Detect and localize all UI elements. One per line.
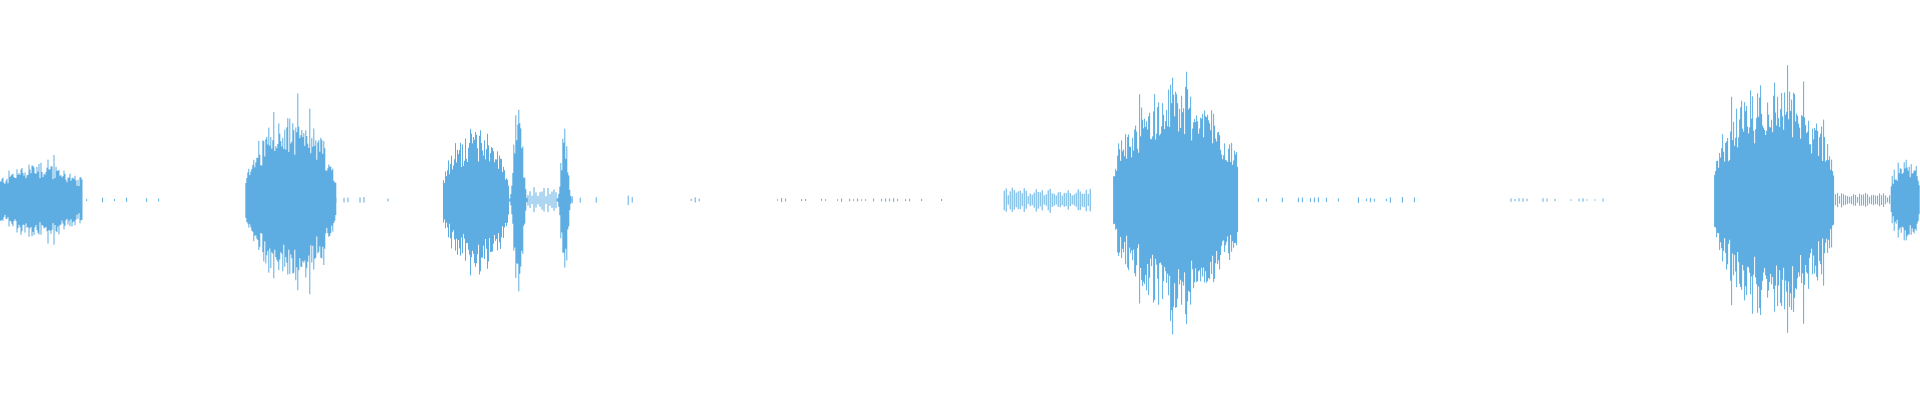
waveform-samples bbox=[1833, 192, 1891, 208]
waveform-segment bbox=[690, 197, 700, 203]
waveform-segment bbox=[335, 197, 389, 203]
waveform-segment bbox=[1257, 197, 1415, 203]
waveform-samples bbox=[527, 187, 557, 213]
waveform-samples bbox=[508, 109, 529, 292]
waveform-samples bbox=[571, 195, 633, 206]
waveform-samples bbox=[245, 93, 337, 295]
waveform-samples bbox=[1113, 71, 1239, 335]
waveform-samples bbox=[690, 197, 700, 203]
waveform-samples bbox=[1003, 187, 1091, 213]
waveform-samples bbox=[0, 155, 83, 245]
waveform-samples bbox=[443, 129, 509, 276]
waveform-segment bbox=[508, 109, 529, 292]
waveform-segment bbox=[245, 93, 337, 295]
waveform-samples bbox=[86, 197, 160, 203]
waveform-segment bbox=[1890, 159, 1920, 241]
waveform-segment bbox=[571, 195, 633, 206]
waveform-segment bbox=[443, 129, 509, 276]
waveform-segment bbox=[777, 198, 943, 203]
waveform-samples bbox=[777, 198, 943, 203]
waveform-segment bbox=[556, 128, 573, 268]
waveform-samples bbox=[556, 128, 573, 268]
waveform-segment bbox=[86, 197, 160, 203]
waveform-samples bbox=[1510, 198, 1604, 202]
waveform-samples bbox=[1257, 197, 1415, 203]
waveform-samples bbox=[1714, 65, 1835, 333]
waveform-samples bbox=[1890, 159, 1920, 241]
waveform-samples bbox=[335, 197, 389, 203]
waveform-segment bbox=[1003, 187, 1091, 213]
waveform-segment bbox=[1510, 198, 1604, 202]
waveform-segment bbox=[527, 187, 557, 213]
waveform-segment bbox=[1714, 65, 1835, 333]
waveform-segment bbox=[1113, 71, 1239, 335]
waveform-segment bbox=[0, 155, 83, 245]
waveform-segment bbox=[1833, 192, 1891, 208]
